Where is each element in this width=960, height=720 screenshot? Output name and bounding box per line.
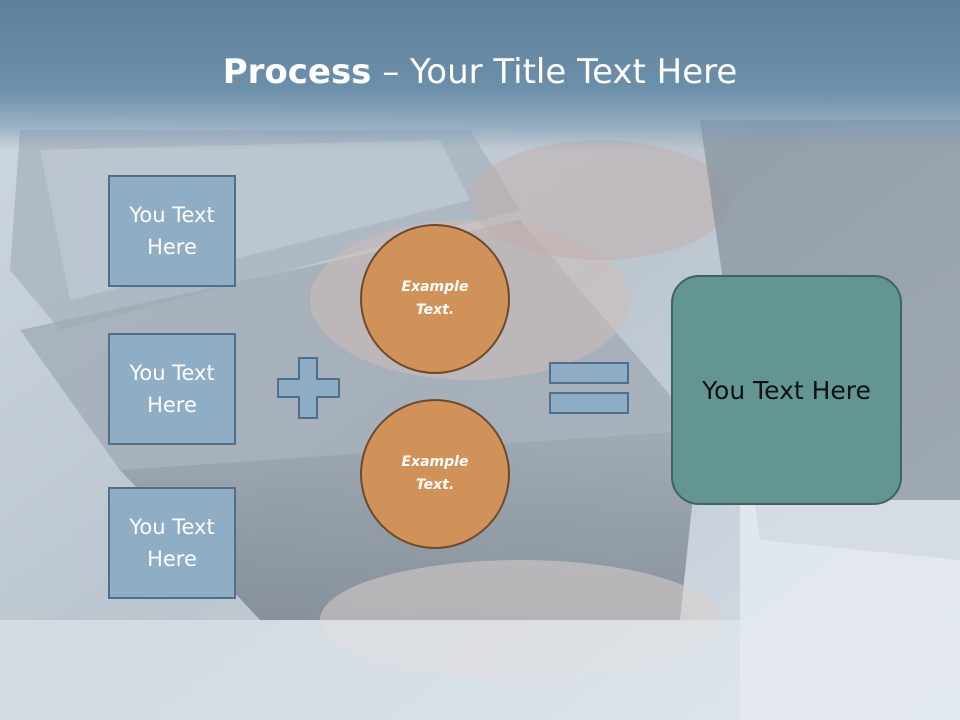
text-box-1-label: You Text Here [129, 203, 215, 259]
result-box-label: You Text Here [702, 375, 871, 405]
title-bold: Process [222, 52, 372, 92]
text-box-3-label: You Text Here [129, 515, 215, 571]
title-bar [0, 0, 960, 150]
text-box-2[interactable]: You Text Here [108, 333, 236, 445]
equals-icon [549, 362, 629, 414]
text-box-3[interactable]: You Text Here [108, 487, 236, 599]
text-box-2-label: You Text Here [129, 361, 215, 417]
result-box[interactable]: You Text Here [671, 275, 902, 505]
slide-title: Process – Your Title Text Here [0, 52, 960, 92]
example-circle-1[interactable]: Example Text. [360, 224, 510, 374]
plus-icon [277, 357, 340, 419]
title-rest: – Your Title Text Here [371, 52, 738, 92]
text-box-1[interactable]: You Text Here [108, 175, 236, 287]
example-circle-1-label: Example Text. [401, 279, 469, 318]
example-circle-2[interactable]: Example Text. [360, 399, 510, 549]
example-circle-2-label: Example Text. [401, 454, 469, 493]
